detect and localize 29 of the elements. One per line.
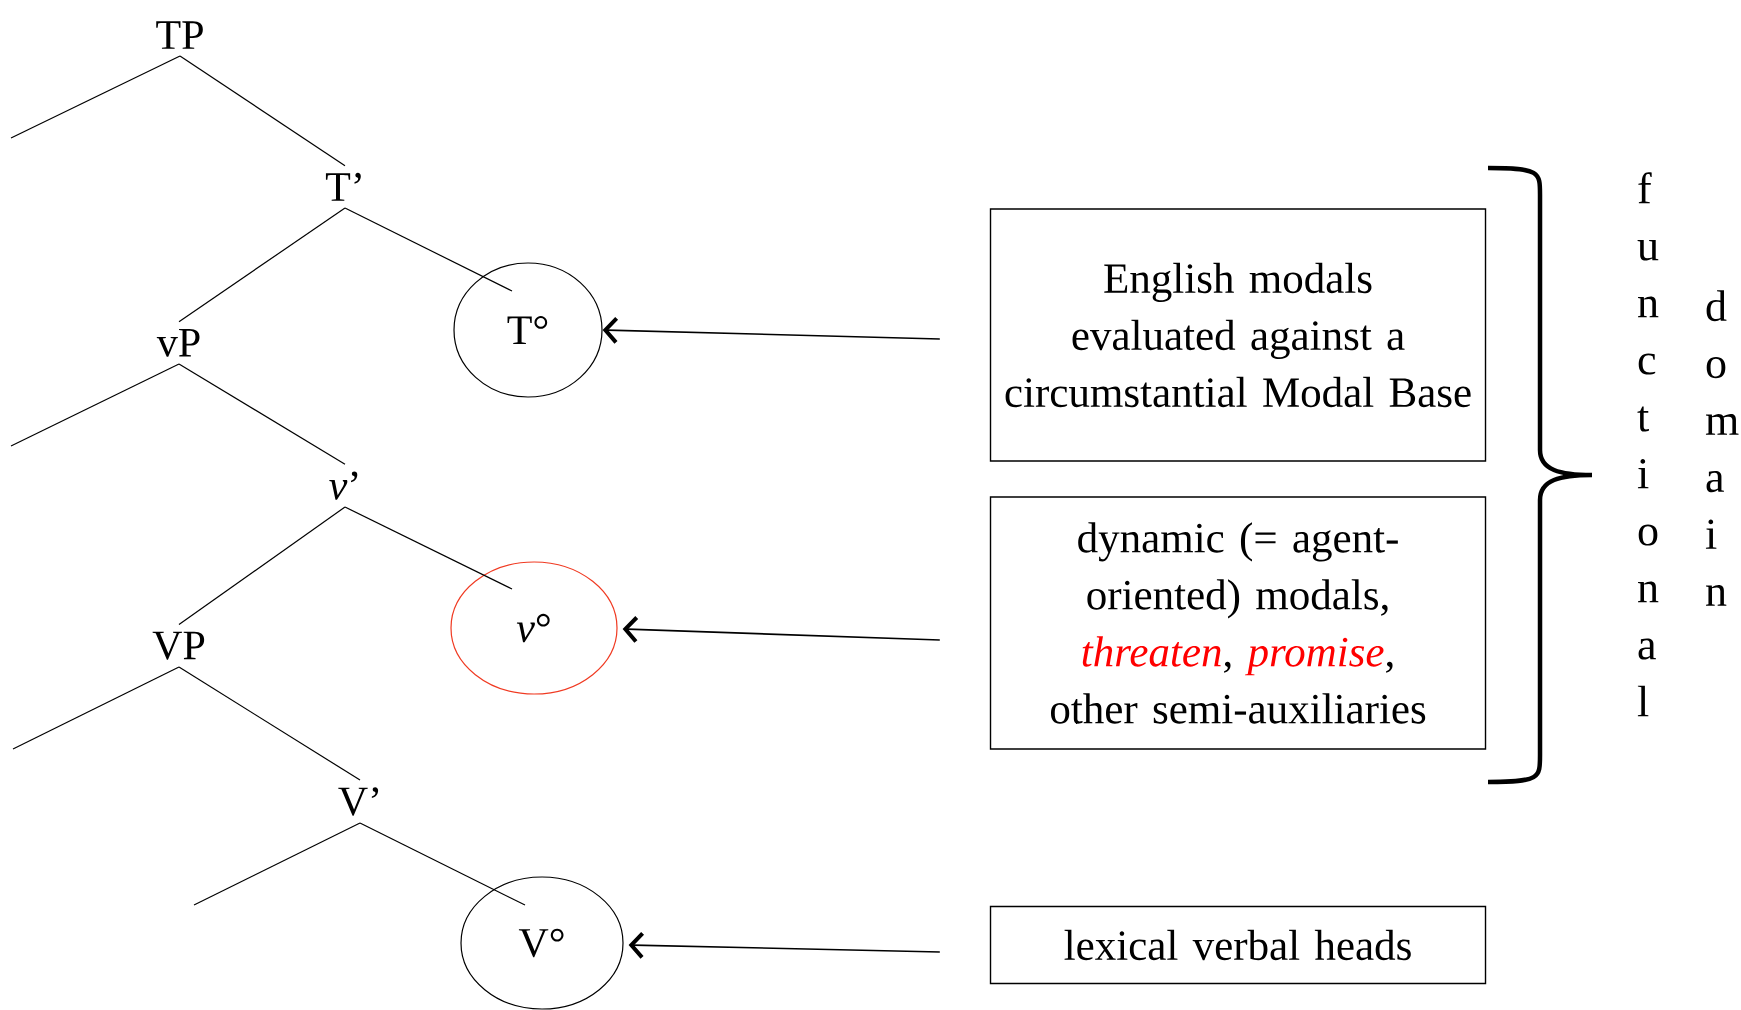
branch-line <box>178 666 361 781</box>
branch-line <box>10 363 180 447</box>
tree-label: VP <box>152 631 205 660</box>
branch-line <box>10 55 181 139</box>
text-box: lexical verbal heads <box>989 905 1487 985</box>
arrow <box>602 317 941 344</box>
circled-head: V° <box>460 876 624 1010</box>
branch-line <box>344 207 513 292</box>
branch-line <box>179 55 346 167</box>
arrow <box>628 931 941 959</box>
arrow <box>622 616 941 643</box>
branch-line <box>12 666 180 750</box>
branch-line <box>359 822 526 906</box>
tree-label: T’ <box>325 172 361 201</box>
vertical-label: functional <box>1637 172 1659 717</box>
tree-label: v’ <box>329 471 358 500</box>
text-box: English modals evaluated against a circumstantial Modal Base <box>989 208 1487 462</box>
branch-line <box>193 822 361 906</box>
tree-label: TP <box>156 21 203 49</box>
tree-label: V’ <box>338 787 379 816</box>
text-box: dynamic (= agent-oriented) modals, threaten, promise, other semi-auxiliaries <box>989 496 1487 750</box>
branch-line <box>344 506 513 590</box>
branch-line <box>178 363 346 465</box>
tree-label: vP <box>156 328 200 357</box>
vertical-label: domain <box>1705 290 1739 606</box>
circled-head: T° <box>453 262 603 398</box>
branch-line <box>178 506 346 626</box>
circled-head: v° <box>450 561 618 695</box>
branch-line <box>178 207 346 323</box>
